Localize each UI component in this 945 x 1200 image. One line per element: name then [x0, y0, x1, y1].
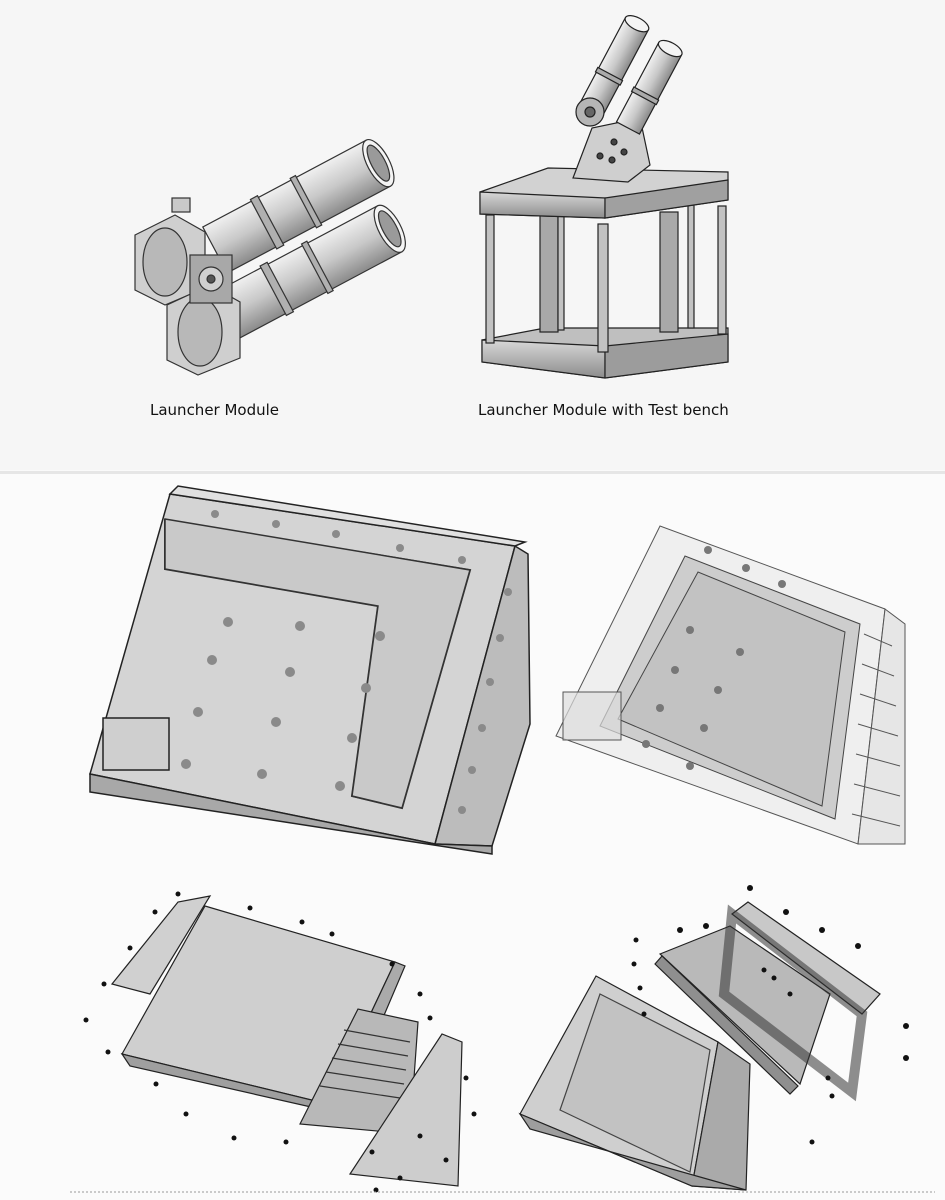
- launcher-module-drawing: [134, 139, 406, 376]
- launcher-figures-svg: [134, 15, 729, 379]
- upper-launch-tube: [201, 139, 395, 274]
- lower-launch-tube: [208, 204, 406, 342]
- exploded-left-screws: [83, 891, 477, 1193]
- tilt-mount-plate: [572, 117, 651, 183]
- exploded-housing-left-drawing: [83, 891, 477, 1193]
- exploded-housing-right-drawing: [518, 885, 909, 1191]
- housing-figures-svg: [70, 485, 935, 1193]
- housing-holes: [181, 510, 512, 814]
- bench-lower-tube: [615, 39, 683, 135]
- launcher-module-caption: Launcher Module: [150, 401, 280, 419]
- solid-housing-drawing: [89, 485, 531, 855]
- bench-bottom-frame: [481, 327, 729, 379]
- exploded-end-plate: [110, 895, 212, 995]
- bench-pivot: [575, 97, 605, 127]
- connector-box: [102, 717, 170, 771]
- exploded-right-screws: [631, 885, 909, 1145]
- panel-divider: [0, 471, 945, 474]
- launcher-module-test-bench-caption: Launcher Module with Test bench: [478, 401, 729, 419]
- bottom-figure-panel: [0, 474, 945, 1200]
- bench-top-frame: [479, 167, 729, 219]
- lower-rear-housing: [166, 284, 241, 376]
- exploded-heatsink: [299, 1008, 419, 1135]
- housing-top-edge: [168, 485, 528, 547]
- transparent-holes: [642, 546, 786, 770]
- bench-posts: [485, 197, 727, 353]
- transparent-housing-drawing: [555, 525, 906, 845]
- top-figure-panel: Launcher Module Launcher Module with Tes…: [0, 0, 945, 470]
- exploded-side-triangle: [348, 1033, 463, 1187]
- central-mount-bracket: [171, 197, 233, 304]
- exploded-heatsink-fins: [319, 1029, 411, 1099]
- housing-bottom-edge: [89, 773, 493, 855]
- test-bench-drawing: [479, 15, 729, 379]
- transparent-heatsink-fins: [851, 633, 901, 827]
- upper-rear-housing: [134, 214, 206, 306]
